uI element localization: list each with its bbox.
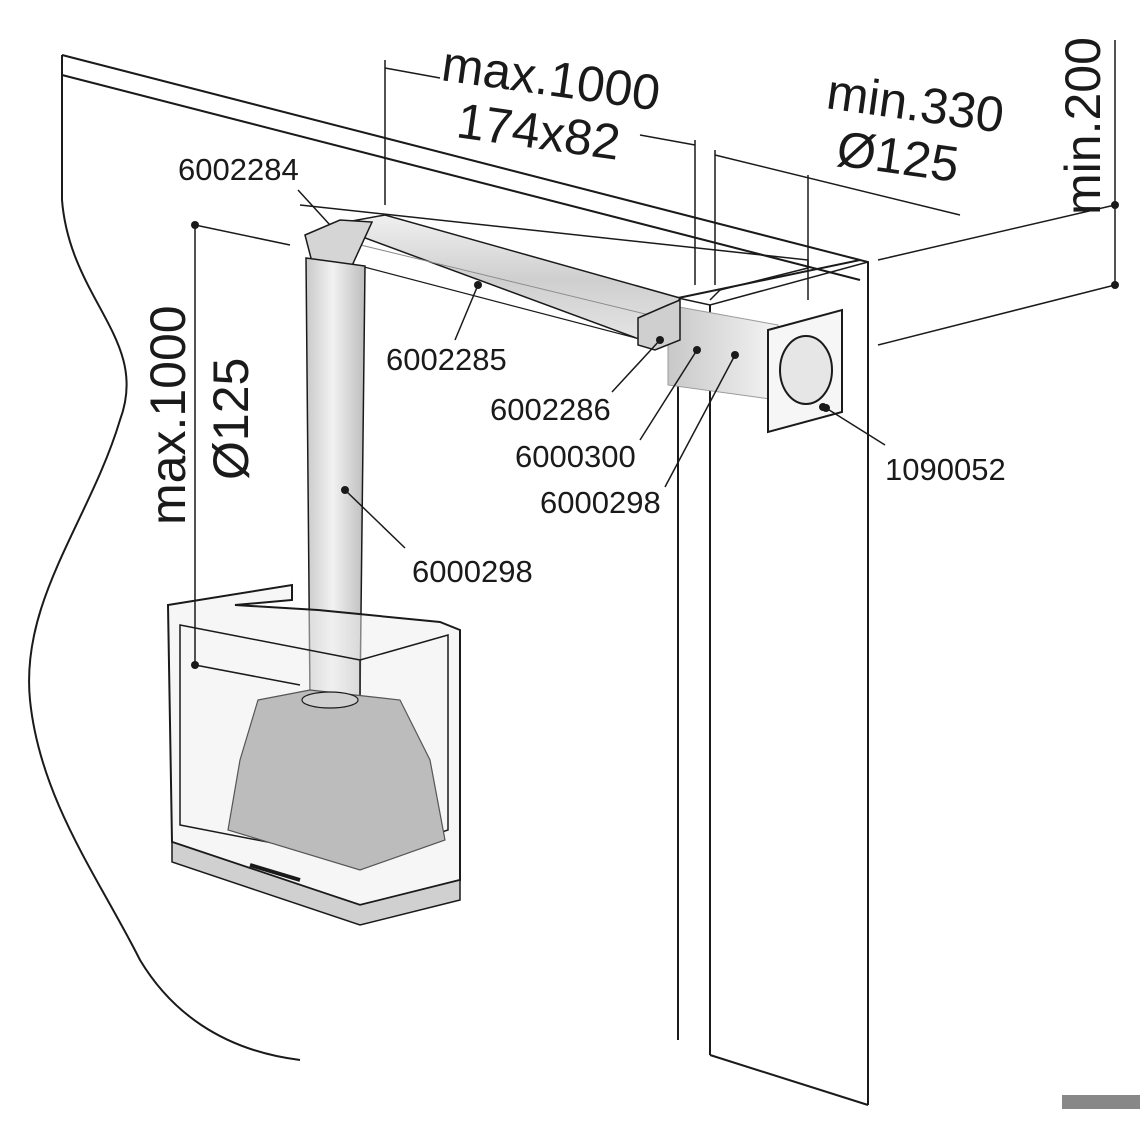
- dimension-lines: [194, 40, 1116, 686]
- part-label-wall-pipe: 6000298: [540, 485, 661, 520]
- wall-pipe: [667, 304, 779, 401]
- part-label-elbow: 6002284: [178, 152, 299, 187]
- dim-vertical-diameter: Ø125: [203, 358, 259, 480]
- part-label-flat-duct: 6002285: [386, 342, 507, 377]
- dim-vertical-max: max.1000: [140, 305, 196, 525]
- part-label-adapter: 6002286: [490, 392, 611, 427]
- wall-grille: [767, 308, 843, 434]
- adapter: [637, 298, 681, 351]
- part-label-reducer: 6000300: [515, 439, 636, 474]
- wall-corner-front: [677, 261, 869, 306]
- cooker-hood: [166, 583, 461, 926]
- elbow: [304, 219, 374, 271]
- wall-outline: [28, 55, 301, 1061]
- flat-duct: [327, 214, 682, 346]
- ceiling-edge: [61, 54, 861, 281]
- wall-corner: [677, 258, 869, 1106]
- dimension-dots: [191, 201, 1119, 669]
- part-label-vertical-pipe: 6000298: [412, 554, 533, 589]
- leader-dots: [341, 281, 830, 494]
- part-label-wall-grille: 1090052: [885, 452, 1006, 487]
- dim-height-min: min.200: [1055, 37, 1111, 215]
- leader-lines: [297, 189, 886, 549]
- corner-bar: [1062, 1095, 1140, 1109]
